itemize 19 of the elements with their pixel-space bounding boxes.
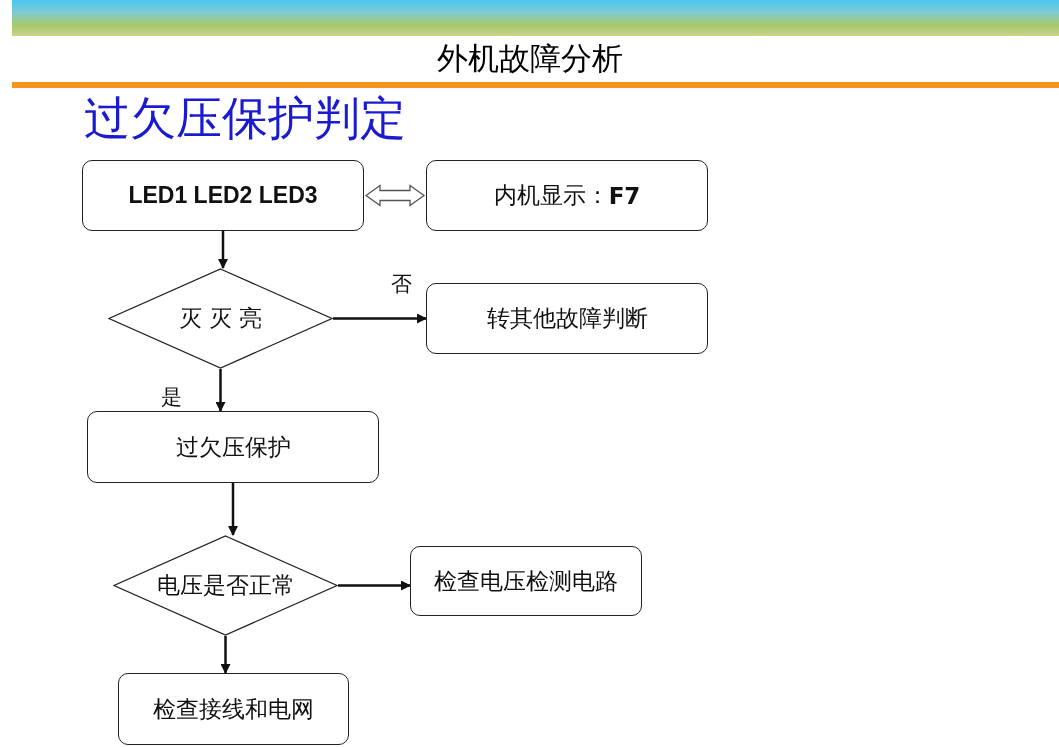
process-box: 转其他故障判断: [426, 283, 708, 354]
edge-label: 是: [161, 386, 182, 408]
process-box: 检查电压检测电路: [410, 546, 642, 616]
arrow: [338, 580, 411, 591]
arrow: [333, 313, 427, 324]
arrow: [218, 231, 228, 269]
arrow: [228, 483, 238, 536]
slide-heading: 过欠压保护判定: [84, 90, 407, 146]
process-box: 内机显示：F7: [426, 160, 708, 231]
process-box: 过欠压保护: [87, 411, 379, 483]
edge-label: 否: [391, 273, 412, 295]
page-title: 外机故障分析: [436, 39, 624, 78]
double-arrow: [364, 184, 426, 207]
process-box: LED1 LED2 LED3: [82, 160, 364, 231]
arrow: [220, 636, 231, 674]
decision-diamond: 电压是否正常: [113, 535, 338, 636]
arrow: [215, 369, 226, 412]
process-box: 检查接线和电网: [118, 673, 349, 745]
decision-diamond: 灭 灭 亮: [108, 268, 333, 369]
